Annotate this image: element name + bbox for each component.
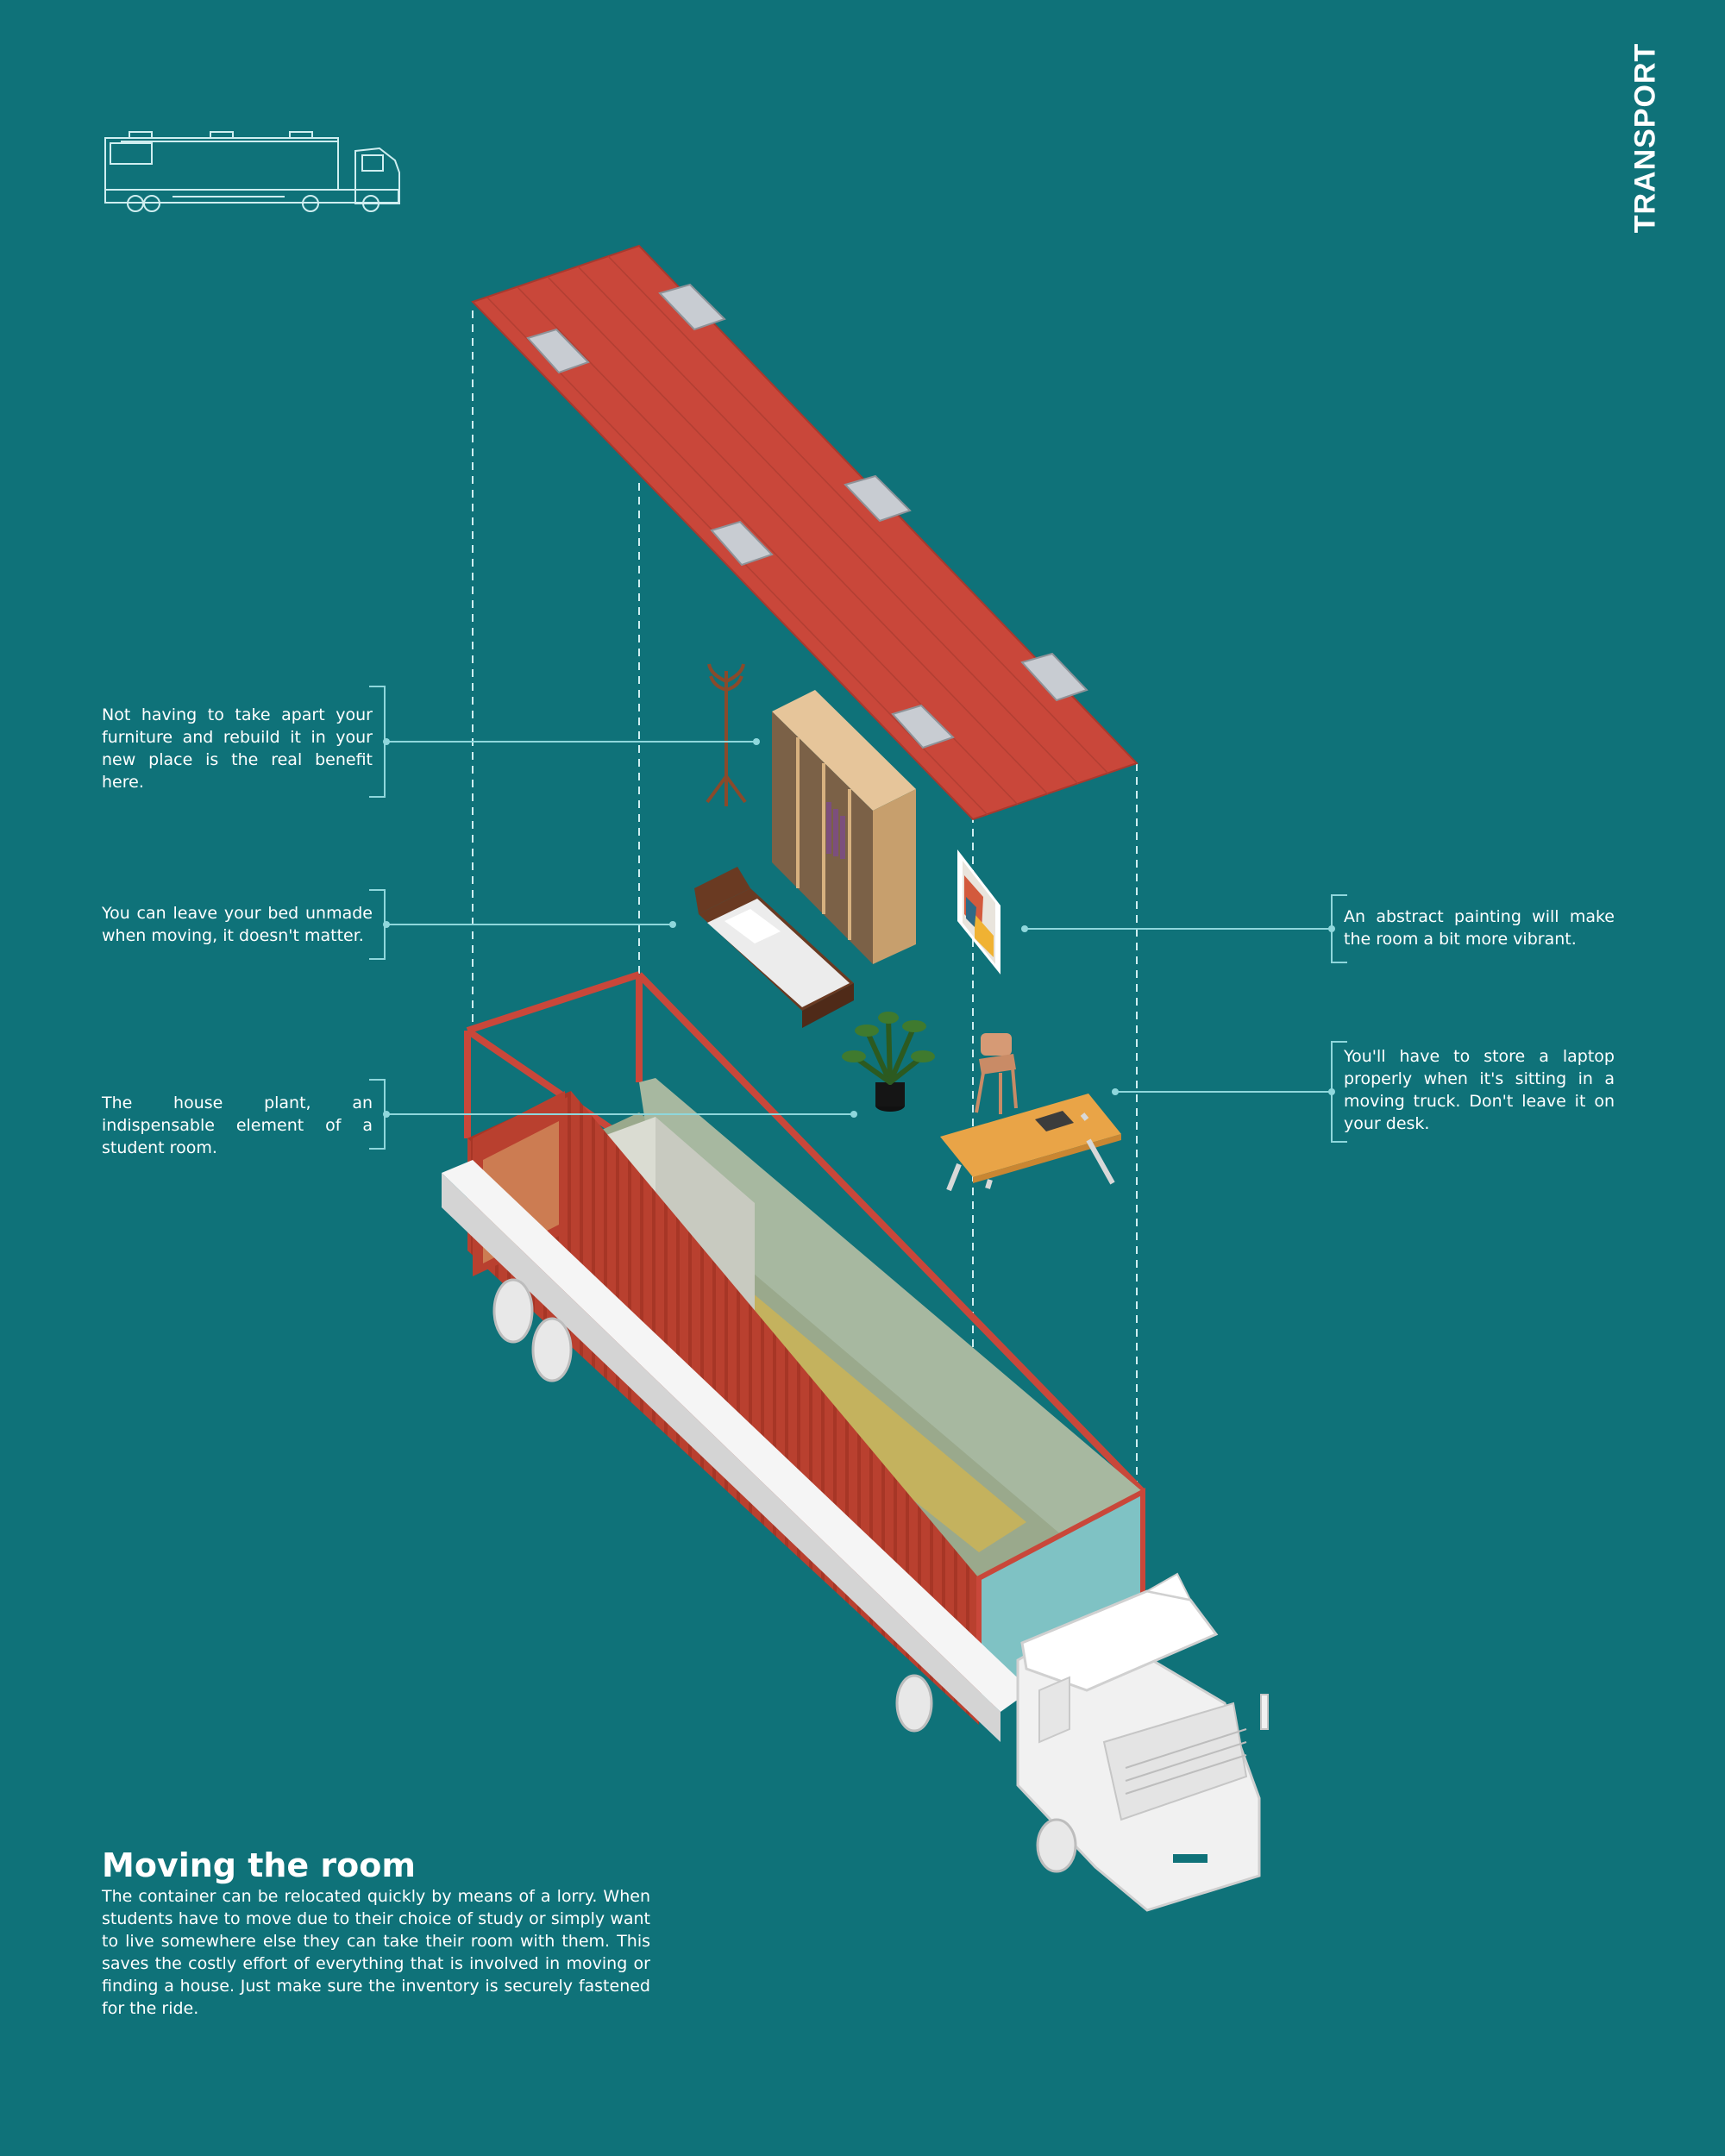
truck-outline-icon [104,131,400,212]
chair [975,1033,1018,1114]
page-description: The container can be relocated quickly b… [102,1887,650,2018]
wardrobe [772,690,916,964]
annotation-plant: The house plant, an indispensable elemen… [102,1092,373,1159]
coat-stand [706,663,747,806]
laptop-icon [1035,1111,1074,1131]
section-label: TRANSPORT [1628,42,1662,234]
annotation-laptop-text: You'll have to store a laptop properly w… [1344,1047,1615,1133]
annotation-painting-text: An abstract painting will make the room … [1344,907,1615,949]
house-plant [842,1012,935,1112]
desk [940,1094,1121,1192]
annotation-bed: You can leave your bed unmade when movin… [102,902,373,947]
truck-cab [1016,1572,1269,1912]
annotation-painting: An abstract painting will make the room … [1344,906,1615,950]
page-title: Moving the room [102,1846,416,1884]
projection-lines [472,310,1138,1526]
annotation-laptop: You'll have to store a laptop properly w… [1344,1045,1615,1135]
bed [694,867,854,1028]
annotation-furniture: Not having to take apart your furniture … [102,704,373,793]
truck-trailer [442,1160,1031,1742]
annotation-plant-text: The house plant, an indispensable elemen… [102,1094,373,1157]
abstract-painting [957,849,1000,975]
container-roof-panel [471,244,1138,821]
annotation-furniture-text: Not having to take apart your furniture … [102,705,373,792]
annotation-bed-text: You can leave your bed unmade when movin… [102,904,373,945]
